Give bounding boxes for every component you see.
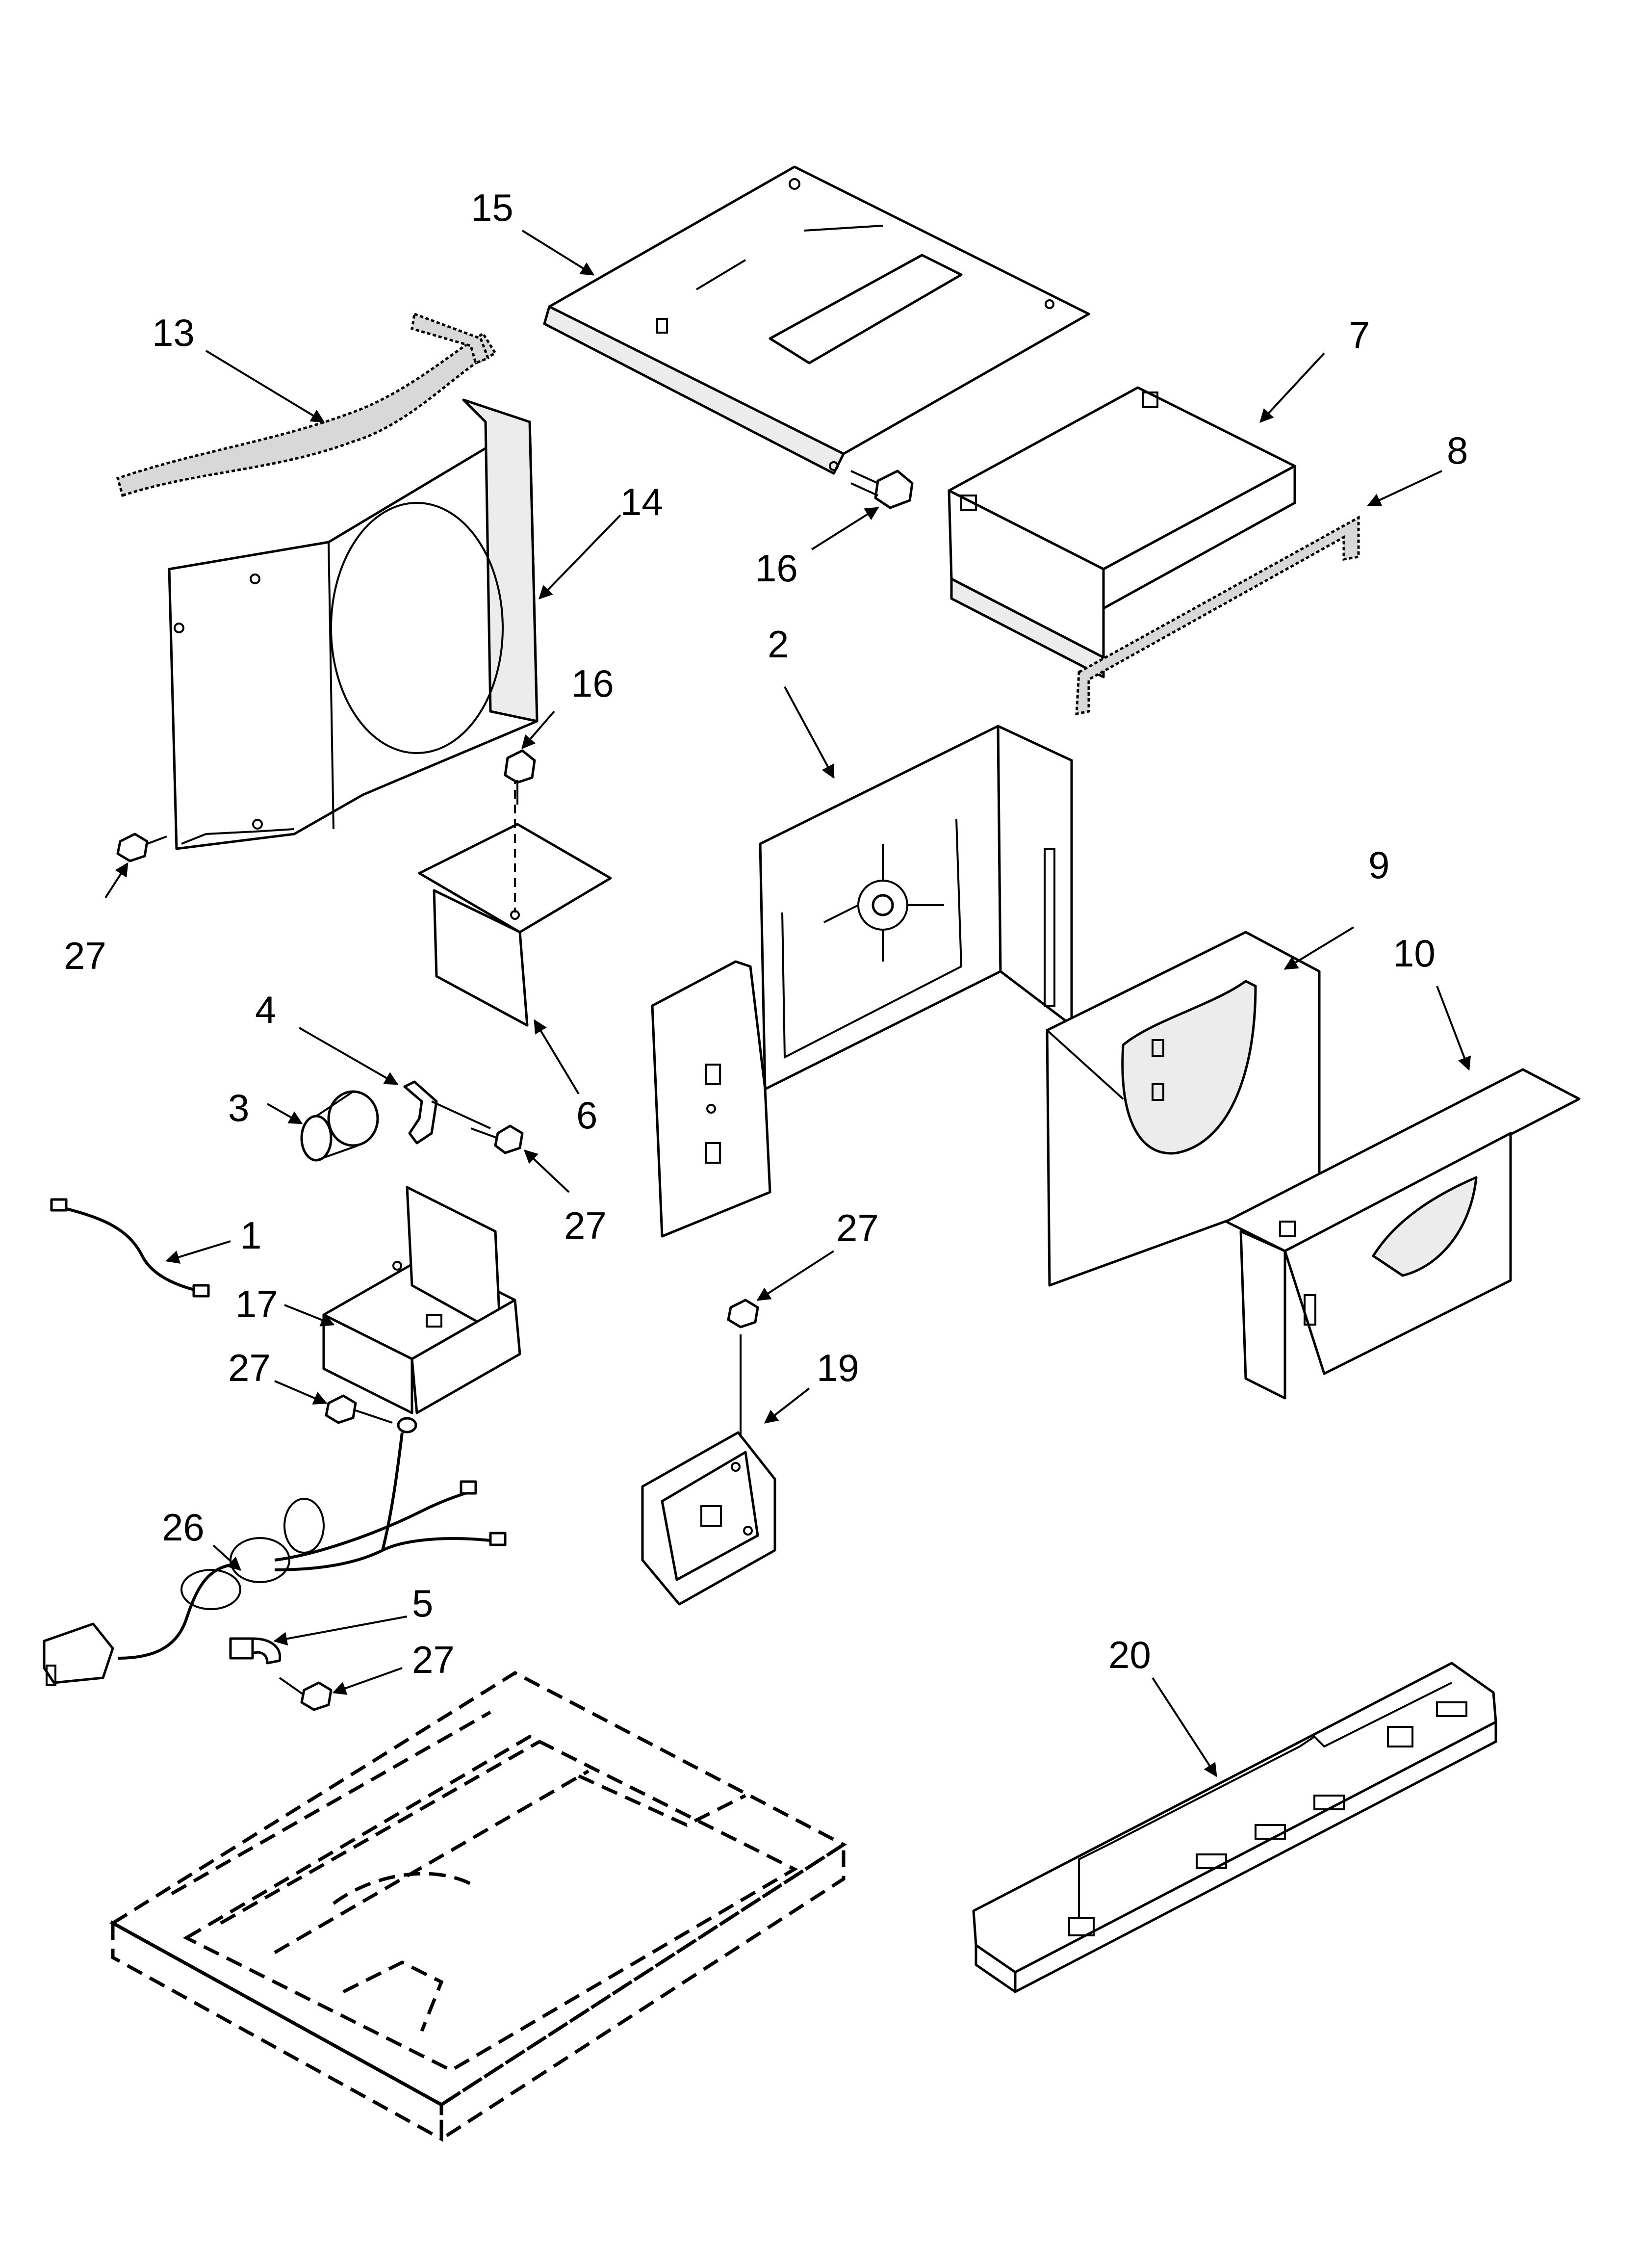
callout-20: 20 <box>1108 1633 1151 1676</box>
part-20-drain-pan <box>972 1662 1497 1993</box>
part-27-screw-bracket <box>325 1394 417 1434</box>
leader-1 <box>165 1240 231 1264</box>
part-3-capacitor <box>300 1090 379 1162</box>
callout-26: 26 <box>162 1506 205 1549</box>
callout-27-bracket: 27 <box>228 1346 271 1389</box>
part-26-power-cord <box>43 1432 507 1686</box>
leader-27b <box>523 1149 570 1193</box>
part-9-scroll-housing <box>1046 931 1321 1287</box>
part-14-fan-shroud <box>168 398 539 850</box>
part-6-bracket <box>418 760 612 1027</box>
leader-3 <box>267 1103 303 1124</box>
callout-16-upper: 16 <box>755 547 798 590</box>
part-27-screw-clamp <box>279 1677 333 1711</box>
callout-9: 9 <box>1368 843 1389 886</box>
part-16-screw-upper <box>850 469 914 509</box>
callout-6: 6 <box>576 1094 597 1137</box>
callout-27-capacitor: 27 <box>564 1204 607 1247</box>
callout-27-board: 27 <box>836 1206 879 1250</box>
leader-27a <box>104 862 128 899</box>
callout-8: 8 <box>1447 429 1468 472</box>
callout-labels: 15 13 14 16 7 8 16 2 27 4 3 6 27 9 10 1 … <box>64 186 1468 1681</box>
callout-10: 10 <box>1393 932 1436 975</box>
part-15-top-cover <box>543 165 1090 475</box>
part-17-control-bracket <box>322 1186 521 1414</box>
callout-14: 14 <box>620 480 663 523</box>
part-27-screw-shroud <box>116 833 167 862</box>
callout-7: 7 <box>1349 313 1370 357</box>
leader-10 <box>1436 986 1471 1071</box>
callout-13: 13 <box>152 311 195 354</box>
leader-20 <box>1152 1677 1217 1777</box>
leader-26 <box>212 1544 242 1571</box>
leader-19 <box>764 1387 810 1424</box>
callout-27-shroud: 27 <box>64 934 106 977</box>
leader-16b <box>521 710 555 750</box>
callout-16-lower: 16 <box>571 662 614 705</box>
part-4-clamp <box>403 1080 491 1145</box>
leader-lines <box>104 230 1471 1777</box>
leader-13 <box>205 350 325 423</box>
part-16-screw-lower <box>504 749 536 805</box>
callout-4: 4 <box>255 988 276 1031</box>
part-10-channel <box>1225 1068 1581 1400</box>
callout-19: 19 <box>817 1346 859 1389</box>
leader-5 <box>273 1616 408 1646</box>
callout-1: 1 <box>240 1214 261 1257</box>
part-8-gasket-strip <box>1075 515 1360 716</box>
base-pan-reference <box>109 1670 847 2142</box>
part-7-cover-panel <box>948 386 1296 678</box>
leader-4 <box>299 1027 399 1085</box>
part-2-partition-panel <box>651 725 1073 1238</box>
leader-27e <box>332 1667 403 1695</box>
callout-2: 2 <box>768 623 789 666</box>
leader-27c <box>756 1250 835 1301</box>
callout-15: 15 <box>471 186 513 229</box>
leader-17 <box>284 1304 335 1327</box>
leader-6 <box>534 1019 580 1095</box>
part-27-screw-board <box>727 1299 759 1329</box>
leader-15 <box>521 230 595 276</box>
callout-17: 17 <box>235 1282 278 1326</box>
leader-2 <box>784 686 835 779</box>
callout-27-clamp: 27 <box>412 1638 455 1681</box>
part-27-screw-capacitor <box>470 1124 524 1154</box>
leader-14 <box>539 514 621 600</box>
callout-3: 3 <box>228 1086 249 1129</box>
leader-8 <box>1367 470 1442 507</box>
part-5-cord-clamp <box>229 1637 282 1665</box>
leader-16a <box>811 507 879 550</box>
part-19-control-board <box>641 1334 776 1606</box>
leader-27d <box>274 1380 328 1405</box>
leader-9 <box>1283 926 1355 970</box>
part-13-gasket <box>116 312 497 497</box>
callout-5: 5 <box>412 1582 433 1625</box>
leader-7 <box>1259 352 1325 423</box>
part-1-wire-lead <box>50 1198 210 1298</box>
